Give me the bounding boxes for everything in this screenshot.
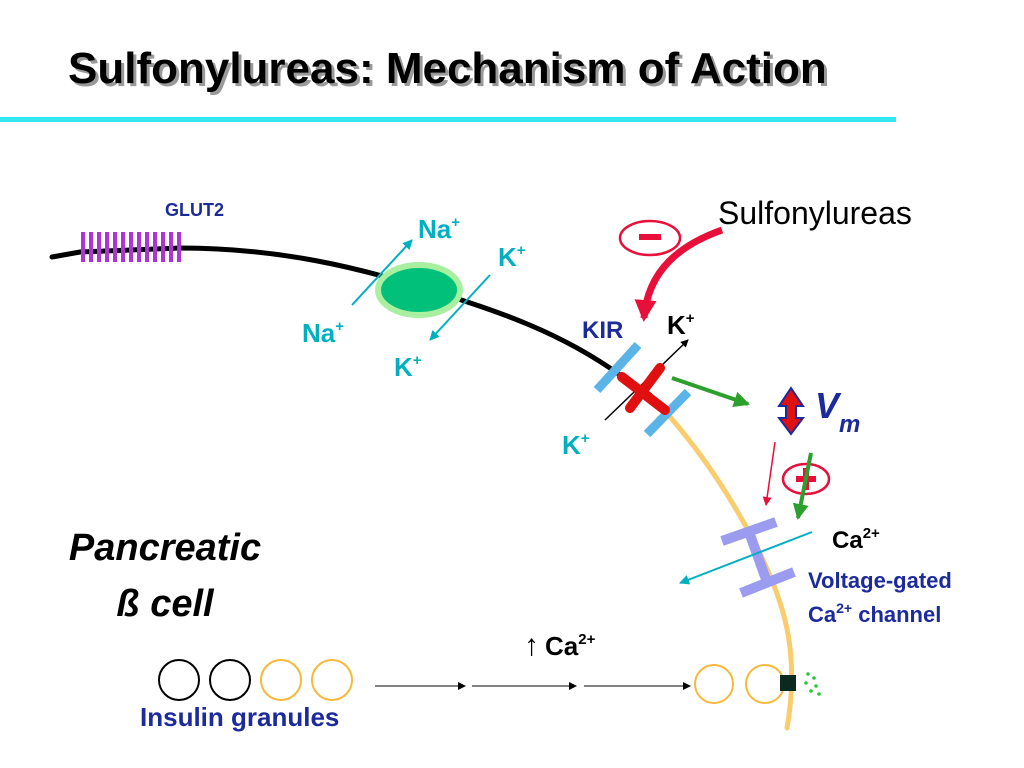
sulfonylurea-arrow	[634, 226, 724, 322]
minus-icon	[639, 234, 661, 240]
vgcc-stem	[744, 530, 772, 584]
sulfonylureas-label: Sulfonylureas	[718, 195, 912, 231]
granule-immature	[158, 659, 200, 701]
na-k-pump	[375, 262, 463, 318]
depolarization-arrow	[671, 376, 750, 408]
depolarized-membrane	[652, 397, 795, 731]
kir-channel-top	[593, 341, 642, 394]
granule-immature	[209, 659, 251, 701]
na-influx-arrow	[351, 239, 413, 306]
granule-docked	[745, 664, 785, 704]
vgcc-label-line2: Ca2+ channel	[808, 600, 941, 627]
granule-mature	[260, 659, 302, 701]
glut2-label: GLUT2	[165, 200, 224, 220]
glut2-transporter	[81, 232, 181, 262]
kir-label: KIR	[582, 317, 623, 344]
vgcc-bar-bottom	[739, 567, 796, 598]
vm-label: Vm	[815, 385, 860, 438]
vgcc-activation-arrow	[792, 452, 813, 520]
ca-label: Ca2+	[832, 525, 880, 554]
na-left-label: Na+	[302, 318, 344, 348]
exocytosis-pore	[780, 675, 796, 691]
page-title: Sulfonylureas: Mechanism of Action	[68, 44, 827, 93]
cell-label-line1: Pancreatic	[69, 527, 261, 569]
insulin-release-dots	[804, 672, 821, 696]
cell-membrane	[49, 245, 653, 398]
granule-docked	[694, 664, 734, 704]
ca-increase-label: ↑Ca2+	[524, 629, 596, 662]
k-top-label: K+	[498, 242, 526, 272]
cell-label-line2: ß cell	[116, 583, 215, 625]
granule-mature	[311, 659, 353, 701]
vm-double-arrow-icon	[777, 386, 805, 436]
insulin-granules-label: Insulin granules	[140, 702, 339, 732]
vgcc-label-line1: Voltage-gated	[808, 568, 952, 593]
ca-influx-arrow	[679, 531, 813, 585]
k-right-label: K+	[667, 310, 695, 340]
docked-granules	[694, 664, 785, 704]
title-underline	[0, 117, 896, 122]
insulin-granules	[158, 659, 353, 701]
k-lower-label: K+	[562, 430, 590, 460]
k-left-label: K+	[394, 352, 422, 382]
kir-block-x-icon	[617, 363, 670, 415]
k-efflux-arrow	[429, 274, 491, 341]
vgcc-bar-top	[720, 517, 778, 546]
na-top-label: Na+	[418, 214, 460, 244]
vm-signal-arrow	[762, 441, 776, 506]
